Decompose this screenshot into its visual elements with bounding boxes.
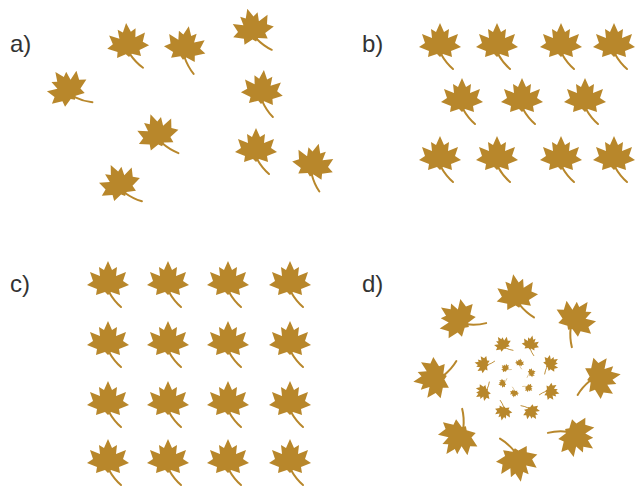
panel-label: c): [10, 272, 30, 296]
staggered-leaves: [419, 23, 635, 182]
panel-label: d): [362, 272, 383, 296]
random-leaves: [38, 3, 339, 215]
panel-label: b): [362, 32, 383, 56]
panel-label: a): [10, 32, 31, 56]
grid-leaves: [87, 261, 311, 485]
spiral-leaves: [410, 271, 625, 486]
